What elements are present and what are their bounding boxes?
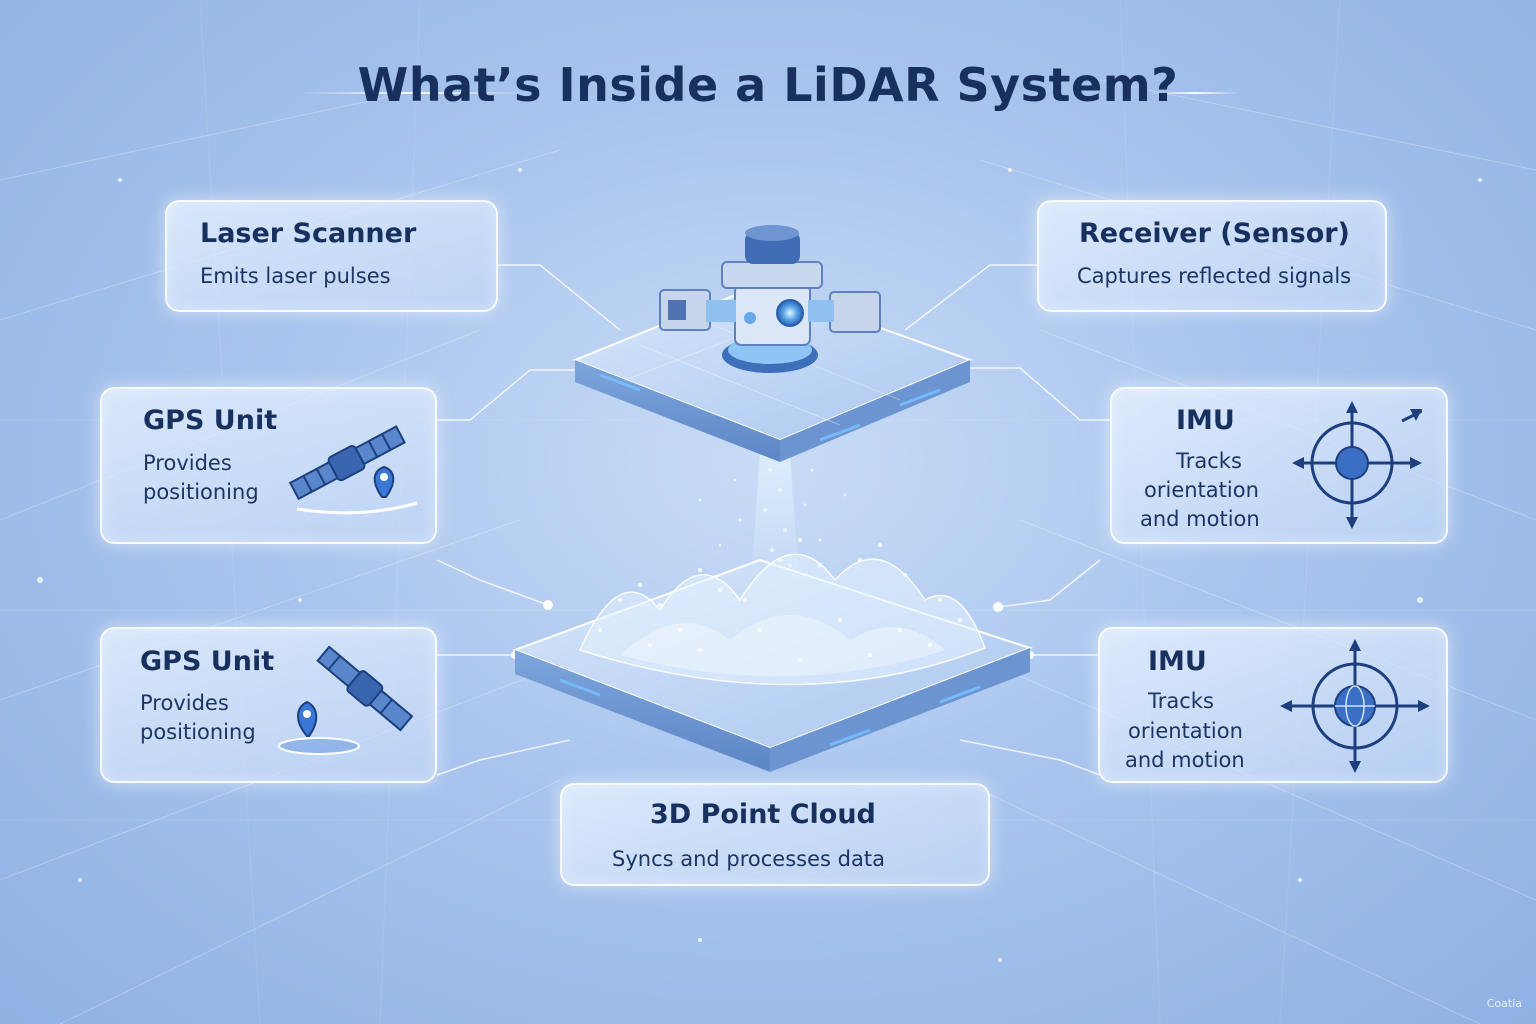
card-title: Receiver (Sensor): [1079, 218, 1350, 249]
card-desc: Syncs and processes data: [612, 847, 885, 871]
orientation-arrows-icon: [1280, 639, 1430, 773]
card-title: IMU: [1176, 405, 1235, 436]
connector-lines: [436, 264, 1110, 776]
imu-card-top: IMU Tracks orientation and motion: [1110, 387, 1448, 544]
card-desc-line: positioning: [140, 720, 256, 744]
card-desc-line: Provides: [143, 451, 232, 475]
card-title: GPS Unit: [140, 646, 275, 677]
title-line-right: [1150, 92, 1240, 94]
card-desc-line: positioning: [143, 480, 259, 504]
laser-scanner-card: Laser Scanner Emits laser pulses: [165, 200, 498, 312]
card-desc-line: and motion: [1140, 507, 1260, 531]
card-title: 3D Point Cloud: [650, 799, 876, 830]
card-title: GPS Unit: [143, 405, 278, 436]
imu-card-bottom: IMU Tracks orientation and motion: [1098, 627, 1448, 783]
card-desc-line: and motion: [1125, 748, 1245, 772]
card-desc: Captures reflected signals: [1077, 264, 1352, 288]
title-line-left: [300, 92, 530, 94]
card-title: Laser Scanner: [200, 218, 417, 249]
gps-unit-card-top: GPS Unit Provides positioning: [100, 387, 437, 544]
card-desc-line: orientation: [1144, 478, 1259, 502]
location-pin-icon: [296, 465, 418, 515]
card-desc-line: Tracks: [1176, 449, 1242, 473]
card-desc: Emits laser pulses: [200, 264, 391, 288]
receiver-card: Receiver (Sensor) Captures reflected sig…: [1037, 200, 1387, 312]
point-cloud-card: 3D Point Cloud Syncs and processes data: [560, 783, 990, 886]
card-desc-line: Tracks: [1148, 689, 1214, 713]
satellite-icon: [288, 425, 406, 501]
card-title: IMU: [1148, 646, 1207, 677]
watermark: Coatia: [1486, 997, 1522, 1010]
location-pin-icon: [278, 700, 360, 755]
gps-unit-card-bottom: GPS Unit Provides positioning: [100, 627, 437, 783]
page-title: What’s Inside a LiDAR System?: [357, 58, 1179, 112]
orientation-arrows-icon: [1292, 401, 1422, 529]
satellite-icon: [316, 645, 414, 732]
card-desc-line: Provides: [140, 691, 229, 715]
lidar-scanner-device: [572, 225, 973, 462]
card-desc-line: orientation: [1128, 719, 1243, 743]
point-cloud-terrain: [512, 538, 1033, 772]
